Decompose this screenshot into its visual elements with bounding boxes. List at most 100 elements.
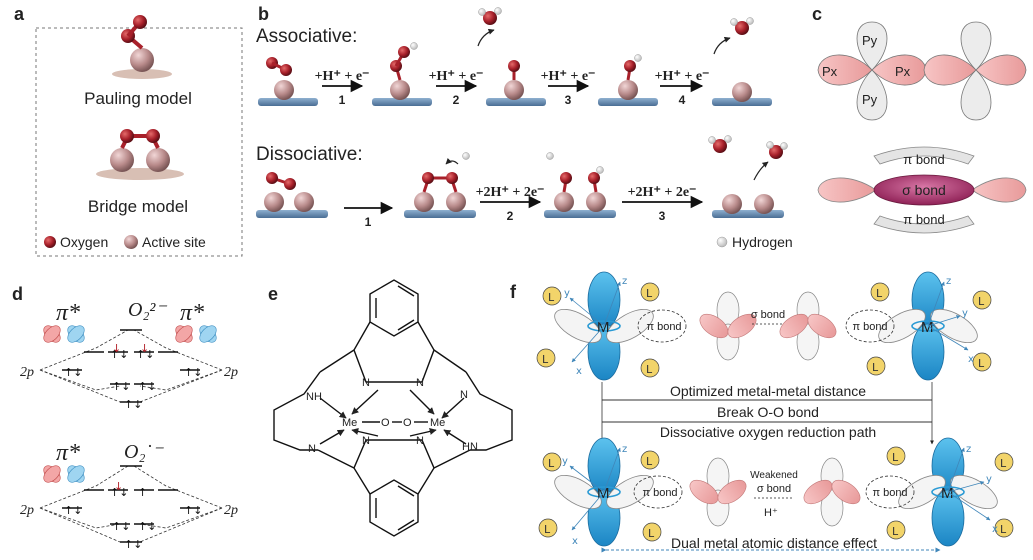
n-label-4: N <box>416 435 424 447</box>
assoc-water-2 <box>735 21 749 35</box>
weakened-sigma-bond: σ bond <box>757 483 791 495</box>
panel-a-label: a <box>14 4 25 24</box>
dissoc-substrate-0 <box>256 210 328 218</box>
panel-c-label: c <box>812 4 822 24</box>
pi-bond-top-right-f: π bond <box>852 321 887 333</box>
svg-text:L: L <box>872 361 879 374</box>
assoc-step-label-4: +H⁺ + e⁻ <box>655 69 710 84</box>
svg-text:↓: ↓ <box>112 342 121 355</box>
panel-f-label: f <box>510 282 517 302</box>
sigma-bond-label: σ bond <box>902 182 946 198</box>
mo-levels-peroxide <box>62 351 200 403</box>
assoc-substrate-2 <box>486 98 546 106</box>
dissoc-clean-sites <box>754 194 774 214</box>
legend-hydrogen-label: Hydrogen <box>732 234 793 250</box>
dissoc-incoming-hydrogen <box>546 152 554 160</box>
svg-text:↑↓: ↑↓ <box>64 366 82 379</box>
dual-metal-distance-text: Dual metal atomic distance effect <box>671 535 877 551</box>
svg-text:L: L <box>646 363 653 376</box>
break-oo-text: Break O-O bond <box>717 404 819 420</box>
svg-text:L: L <box>876 287 883 300</box>
svg-text:L: L <box>542 353 549 366</box>
assoc-substrate-0 <box>258 98 318 106</box>
panel-e-label: e <box>268 284 278 304</box>
n-label-6: N <box>308 443 316 455</box>
dissoc-substrate-2 <box>544 210 616 218</box>
pi-bond-bottom-left-f: π bond <box>642 487 677 499</box>
svg-text:↑↓: ↑↓ <box>124 538 142 551</box>
electrons-peroxide: ↑↓↑↓ ↑↓↑↓↑↓ ↑↓↑↓ <box>64 348 202 411</box>
peroxide-label: O₂²⁻ <box>128 299 167 321</box>
svg-text:↑↓: ↑↓ <box>112 520 130 533</box>
axis-z-br: z <box>966 444 971 455</box>
axis-x-tl: x <box>576 366 582 377</box>
axis-x-bl: x <box>572 536 578 547</box>
ligand-badges-bottom: L L L L L L L L <box>538 446 1014 542</box>
svg-text:L: L <box>1000 523 1007 536</box>
pi-star-orbitals-superoxide <box>43 465 85 483</box>
svg-text:↓: ↓ <box>114 480 123 493</box>
axis-x-br: x <box>992 524 998 535</box>
superoxide-label: O₂˙⁻ <box>124 441 164 463</box>
pi-bond-top-left-f: π bond <box>646 321 681 333</box>
svg-text:↑↓: ↑↓ <box>184 366 202 379</box>
axis-y-tr: y <box>962 308 968 319</box>
assoc-o2-free <box>280 64 292 76</box>
me-label-right: Me <box>430 417 445 429</box>
legend-hydrogen-swatch <box>716 236 728 248</box>
px-label-right: Px <box>895 64 911 79</box>
legend-active-site-label: Active site <box>142 234 206 250</box>
dissoc-substrate-3 <box>712 210 784 218</box>
svg-text:↑↓: ↑↓ <box>64 504 82 517</box>
hn-label: HN <box>462 441 478 453</box>
svg-text:L: L <box>1000 457 1007 470</box>
panel-c: c Px Px Py Py π bond σ bond π bond <box>812 4 1027 234</box>
macrocycle-bonds <box>273 279 513 537</box>
panel-b: b Associative: Dissociative: <box>256 4 793 250</box>
p-orbital-right <box>923 21 1027 121</box>
svg-text:↑↓: ↑↓ <box>110 486 128 499</box>
two-p-right-1: 2p <box>224 365 238 380</box>
svg-text:L: L <box>548 291 555 304</box>
axis-y-bl: y <box>562 456 568 467</box>
sigma-bond-shape <box>873 174 975 206</box>
axis-z-bl: z <box>622 444 627 455</box>
svg-text:↑↓: ↑↓ <box>136 348 154 361</box>
me-label-left: Me <box>342 417 357 429</box>
dissoc-water-1 <box>713 139 727 153</box>
svg-text:L: L <box>648 527 655 540</box>
assoc-substrate-1 <box>372 98 432 106</box>
dissociative-path-text: Dissociative oxygen reduction path <box>660 424 876 440</box>
panel-a: a Pauling model Bridge model Oxygen Acti… <box>14 4 243 257</box>
pi-bond-top-label: π bond <box>903 152 945 167</box>
svg-text:L: L <box>548 457 555 470</box>
two-p-right-2: 2p <box>224 503 238 518</box>
axis-z-tl: z <box>622 276 627 287</box>
o2-orbitals-top <box>699 291 837 361</box>
legend-oxygen-label: Oxygen <box>60 234 108 250</box>
metal-bottom-left: M <box>554 437 654 547</box>
axis-y-br: y <box>986 474 992 485</box>
mo-levels-superoxide <box>62 465 200 543</box>
metal-label-tr: M <box>921 319 934 336</box>
assoc-substrate-3 <box>598 98 658 106</box>
assoc-step-number-2: 2 <box>453 93 460 107</box>
dissoc-bridge-o2 <box>446 172 458 184</box>
n-label-2: N <box>416 377 424 389</box>
axes-bottom <box>569 447 991 531</box>
axis-y-tl: y <box>564 288 570 299</box>
p-orbital-left: Px Px Py Py <box>817 21 927 121</box>
svg-text:↑↓: ↑↓ <box>112 380 130 393</box>
assoc-step-label-3: +H⁺ + e⁻ <box>541 69 596 84</box>
svg-text:L: L <box>892 525 899 538</box>
assoc-ooh-hydrogen <box>410 42 418 50</box>
svg-text:L: L <box>646 287 653 300</box>
metal-label-br: M <box>941 485 954 502</box>
legend-active-site-swatch <box>124 235 138 249</box>
dissoc-water-2 <box>769 145 783 159</box>
pauling-model-label: Pauling model <box>84 89 192 108</box>
mo-dashed-lines-superoxide <box>39 465 223 543</box>
panel-d: d π* O₂²⁻ π* <box>12 284 238 551</box>
svg-text:L: L <box>646 455 653 468</box>
assoc-step-number-4: 4 <box>679 93 686 107</box>
